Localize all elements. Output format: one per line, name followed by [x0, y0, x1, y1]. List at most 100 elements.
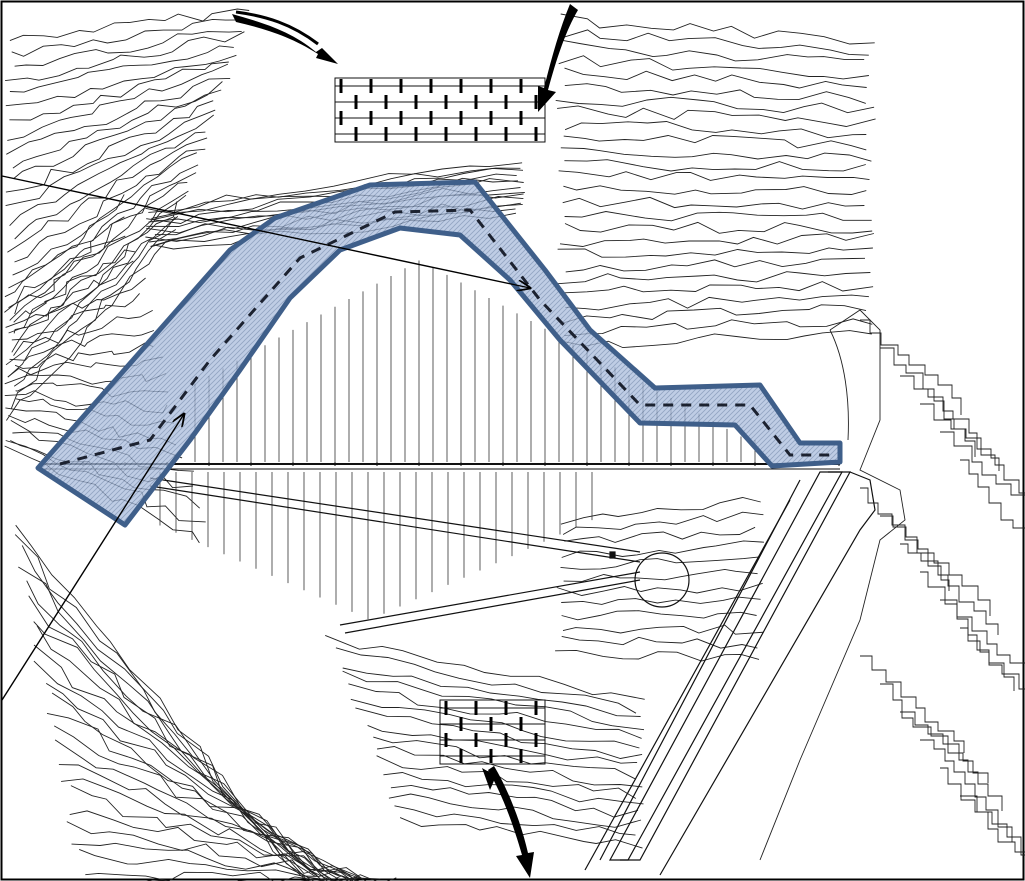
cofferdam-block — [459, 749, 463, 763]
cofferdam-block — [504, 733, 508, 747]
cofferdam-block — [534, 95, 538, 109]
contour-line — [13, 277, 146, 334]
contour-line — [355, 707, 643, 759]
rock-edge — [829, 329, 849, 441]
contour-line — [145, 167, 521, 214]
cofferdam-block — [504, 127, 508, 141]
contour-line — [61, 778, 357, 881]
flow-arrow-icon — [482, 766, 534, 878]
cofferdam-block — [459, 717, 463, 731]
contour-line — [561, 281, 874, 294]
contour-line — [335, 647, 637, 714]
contour-line — [564, 67, 867, 89]
contour-line — [9, 114, 214, 227]
shaft-circle — [634, 552, 690, 608]
tunnel-centerline — [59, 208, 832, 466]
contour-line — [13, 310, 153, 356]
cofferdam-block — [534, 733, 538, 747]
contour-line — [561, 635, 758, 649]
contour-line — [69, 810, 360, 881]
rock-step — [920, 739, 1013, 842]
cofferdam-block — [474, 701, 478, 715]
contour-line — [560, 13, 875, 45]
contour-line — [563, 185, 867, 195]
leader-lines — [1, 175, 530, 701]
contour-line — [563, 330, 872, 349]
terrain-contours — [4, 8, 876, 881]
contour-line — [564, 221, 873, 234]
cofferdam-block — [354, 127, 358, 141]
rock-step — [960, 627, 1025, 690]
contour-line — [564, 526, 756, 543]
contour-line — [4, 194, 125, 298]
cofferdam-block — [339, 111, 343, 125]
contour-line — [325, 634, 645, 700]
contour-line — [5, 100, 214, 193]
cofferdam-block — [519, 717, 523, 731]
contour-line — [390, 784, 639, 818]
rock-step — [960, 795, 1025, 853]
contour-line — [9, 45, 234, 93]
cofferdam-block — [414, 95, 418, 109]
contour-line — [561, 596, 761, 605]
contour-line — [558, 170, 870, 181]
rock-step — [940, 599, 1025, 664]
contour-line — [561, 610, 757, 621]
contour-line — [12, 81, 223, 169]
rock-edge — [759, 309, 906, 861]
contour-line — [562, 511, 764, 535]
contour-line — [33, 644, 328, 881]
rock-step — [900, 711, 1003, 811]
cofferdam-block — [369, 79, 373, 93]
cofferdam-block — [519, 79, 523, 93]
rock-step — [860, 655, 965, 753]
cofferdam-block — [399, 111, 403, 125]
contour-line — [9, 330, 155, 361]
contour-line — [562, 624, 764, 635]
leader-line-upper — [1, 175, 530, 288]
contour-line — [560, 147, 872, 162]
contour-line — [558, 55, 869, 80]
contour-line — [54, 739, 359, 879]
cofferdam-block — [384, 95, 388, 109]
rock-step — [940, 431, 1025, 496]
cofferdam-block — [489, 717, 493, 731]
contour-line — [342, 667, 641, 717]
diversion-tunnel-highlight — [35, 179, 843, 528]
contour-line — [377, 746, 643, 788]
cofferdam-block — [489, 749, 493, 763]
cofferdam-block — [444, 127, 448, 141]
downstream-cofferdam — [439, 699, 546, 765]
contour-line — [559, 233, 875, 247]
spillway-chute — [584, 471, 876, 876]
cofferdam-block — [534, 701, 538, 715]
contour-line — [7, 216, 179, 378]
contour-line — [28, 595, 324, 881]
flow-arrow-icon — [232, 10, 338, 64]
contour-line — [9, 8, 250, 42]
cofferdam-block — [459, 79, 463, 93]
contour-line — [555, 96, 875, 114]
contour-line — [383, 772, 644, 805]
contour-line — [564, 318, 873, 337]
contour-line — [14, 148, 206, 263]
cofferdam-block — [489, 79, 493, 93]
contour-line — [70, 785, 364, 880]
contour-line — [556, 582, 763, 596]
contour-line — [46, 712, 353, 881]
contour-line — [5, 109, 216, 207]
rock-step — [880, 683, 989, 783]
contour-line — [564, 121, 867, 139]
cofferdam-outline — [334, 77, 546, 143]
contour-line — [5, 31, 245, 82]
cofferdam-block — [354, 95, 358, 109]
contour-line — [564, 83, 866, 104]
contour-line — [8, 190, 189, 334]
rock-step — [940, 767, 1025, 856]
contour-line — [13, 249, 136, 323]
contour-line — [8, 164, 199, 289]
contour-line — [563, 135, 867, 151]
contour-line — [53, 725, 343, 881]
